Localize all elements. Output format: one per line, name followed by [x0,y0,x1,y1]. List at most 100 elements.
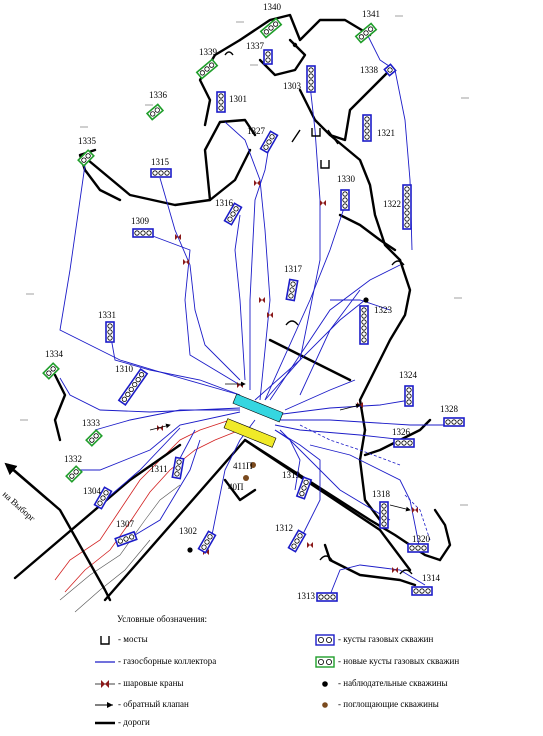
gas-pad-label: 1335 [78,136,97,146]
gas-pad-label: 1316 [215,198,234,208]
well-head-icon [401,440,407,446]
new-gas-pad: 1339 [195,47,219,80]
gas-pad-label: 1309 [131,216,150,226]
gas-pad-label: 1321 [377,128,395,138]
gas-pad-label: 1337 [246,41,265,51]
gas-pad-label: 1330 [337,174,356,184]
ball-valve-icon [95,679,115,688]
well-head-icon [361,319,367,325]
well-head-icon [139,372,145,378]
legend-item-roads: - дороги [95,715,150,729]
new-gas-pad: 1334 [42,349,64,380]
river-secondary [59,484,181,613]
gas-pad: 1319 [282,470,313,500]
well-head-icon [218,93,224,99]
well-head-icon [407,440,413,446]
new-gas-pad-icon [315,656,335,668]
well-head-icon [445,419,451,425]
bridges [224,51,413,575]
well-head-icon [50,366,56,372]
station-unit-bottom [223,418,277,448]
well-head-icon [308,67,314,73]
injection-wells: 411П 40П [228,461,256,492]
well-head-icon [367,26,374,32]
well-head-icon [125,391,131,397]
well-head-icon [381,509,387,515]
well-head-icon [308,85,314,91]
new-gas-pad: 1336 [145,90,168,121]
legend: Условные обозначения: - мосты - газосбор… [95,614,535,734]
check-valve-icon [95,701,113,708]
well-head-icon [297,533,303,539]
well-head-icon [266,139,272,145]
gas-pad-label: 1327 [247,126,266,136]
well-head-icon [121,396,127,402]
gas-pad-label: 1340 [263,2,282,12]
well-head-icon [140,230,146,236]
injection-well-icon [322,702,328,708]
well-head-icon [406,393,412,399]
well-head-icon [230,211,236,217]
well-head-icon [175,465,181,471]
well-head-icon [361,337,367,343]
well-head-icon [69,473,75,479]
collector-dashed [299,424,431,541]
well-head-icon [227,216,233,222]
well-head-icon [404,198,410,204]
river [54,419,241,593]
well-head-icon [107,323,113,329]
well-head-icon [263,29,270,35]
injection-well-label: 411П [233,461,253,471]
well-head-icon [176,459,182,465]
gas-pad-label: 1310 [115,364,134,374]
gas-pad-label: 1317 [284,264,303,274]
well-head-icon [381,503,387,509]
gas-pad-label: 1307 [116,519,135,529]
well-head-icon [97,500,103,506]
well-head-icon [204,539,210,545]
well-head-icon [132,381,138,388]
gas-pad: 1337 [246,41,273,65]
well-head-icon [395,440,401,446]
well-head-icon [451,419,457,425]
well-head-icon [381,521,387,527]
new-gas-pad: 1332 [64,454,83,483]
road-direction: на Выборг [1,462,49,524]
well-head-icon [406,387,412,393]
well-head-icon [364,122,370,128]
gas-pad-label: 1302 [179,526,197,536]
well-head-icon [294,538,300,544]
gas-pad: 1309 [131,216,154,238]
well-head-icon [457,419,463,425]
well-head-icon [272,21,279,27]
bridge-icon [100,635,110,645]
gas-pad: 1310 [115,364,149,406]
boundary-marks [20,15,469,506]
well-head-icon [324,594,330,600]
well-head-icon [381,515,387,521]
well-head-icon [146,230,152,236]
gas-pad-label: 1303 [283,81,302,91]
gas-pad-label: 1324 [399,370,418,380]
gas-pad-frame [85,429,103,447]
well-head-icon [199,70,206,76]
gas-pad: 1338 [360,63,397,77]
well-head-icon [265,57,271,63]
gas-pad: 1318 [372,489,391,529]
gas-pad: 1327 [247,126,279,154]
gas-pad: 1303 [283,65,316,93]
well-head-icon [330,594,336,600]
well-head-icon [201,544,207,550]
gas-pad-frame [362,114,372,142]
gas-pad-label: 1318 [372,489,391,499]
gas-pad-label: 1322 [383,199,401,209]
gas-pad-label: 1338 [360,65,379,75]
legend-item-pads: - кусты газовых скважин [315,632,433,646]
gas-pad: 1304 [83,486,113,510]
well-head-icon [268,25,274,31]
well-head-icon [361,331,367,337]
gas-pad: 1330 [337,174,356,211]
new-gas-pad: 1335 [77,136,97,167]
new-gas-pad: 1333 [82,418,103,447]
